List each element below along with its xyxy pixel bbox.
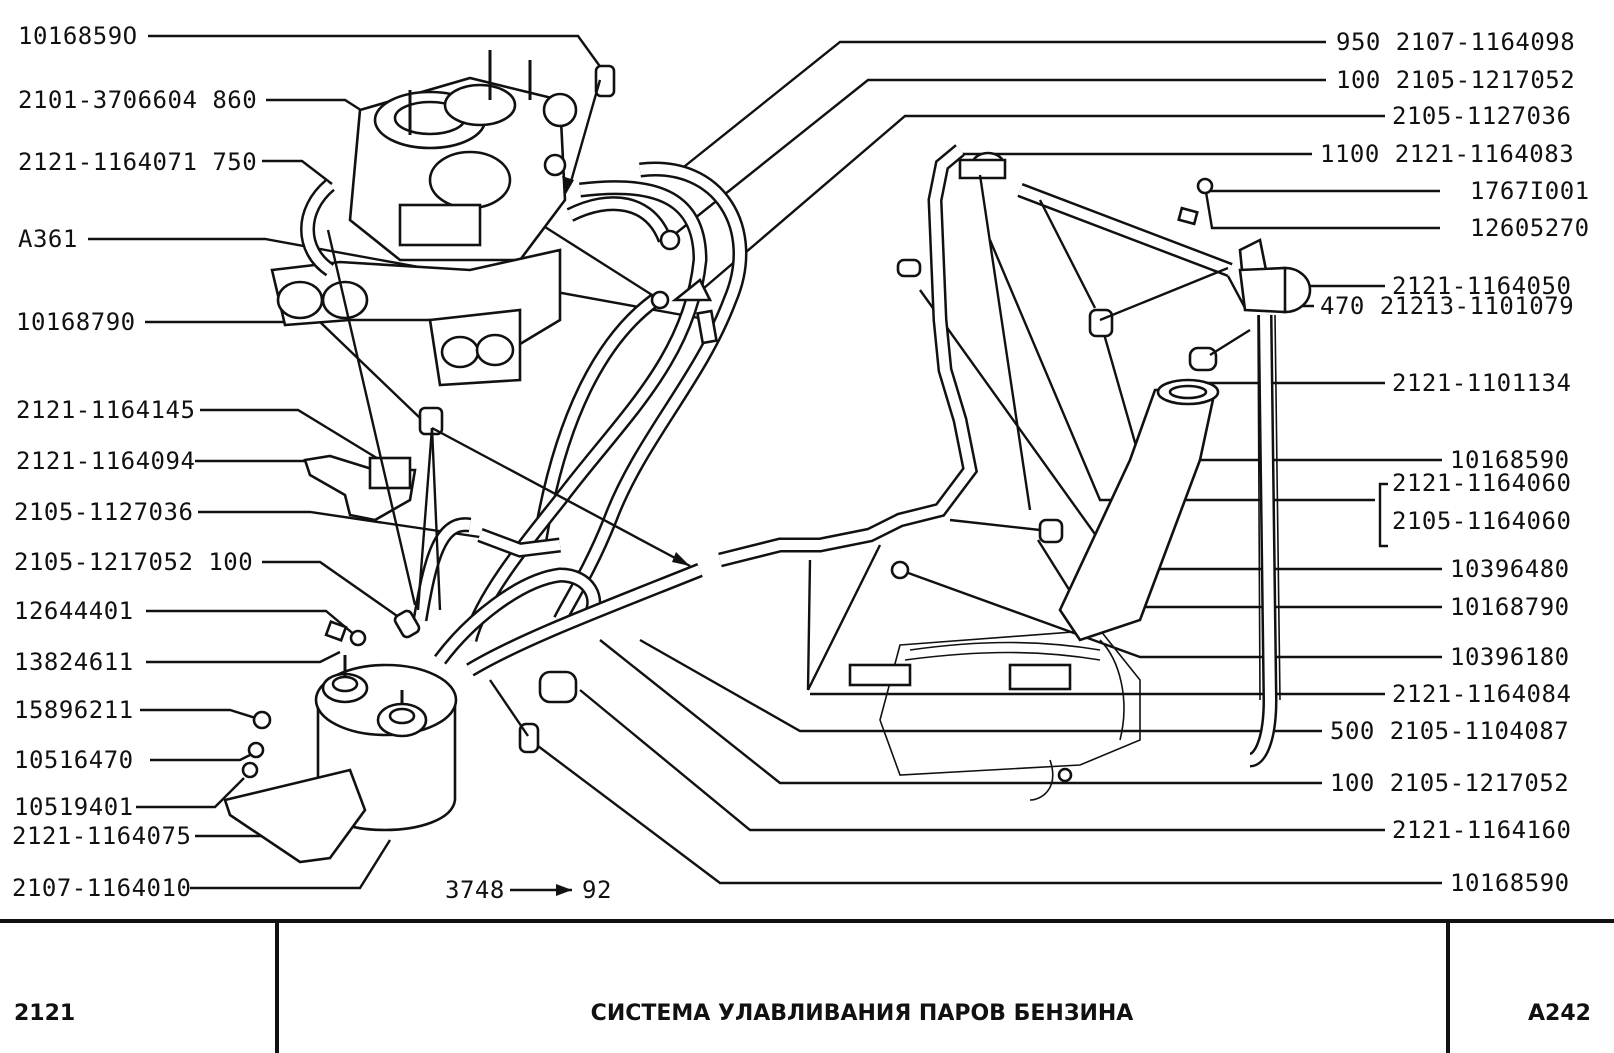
left-label-11: 13824611 [14,648,134,676]
right-label-16: 2121-1164084 [1392,680,1571,708]
footer-title: СИСТЕМА УЛАВЛИВАНИЯ ПАРОВ БЕНЗИНА [591,1001,1134,1026]
right-label-7: 2121-1164050 [1392,272,1571,300]
valve-bracket [303,454,417,522]
footer-model: 2121 [14,1001,75,1026]
left-clamps [241,64,616,779]
right-label-3: 2105-1127036 [1392,102,1571,130]
right-label-10: 10168590 [1450,446,1570,474]
right-label-2: 100 2105-1217052 [1336,66,1575,94]
ref-arrowhead [556,884,572,896]
right-label-8: 470 21213-1101079 [1320,292,1574,320]
left-arrows [326,79,691,737]
label-bracket [1378,482,1388,548]
left-label-15: 2121-1164075 [12,822,191,850]
filler-neck [1058,378,1220,642]
left-label-5: 10168790 [16,308,136,336]
right-label-19: 2121-1164160 [1392,816,1571,844]
left-label-1: 1016859O [18,22,138,50]
left-label-8: 2105-1127036 [14,498,193,526]
right-label-17: 500 2105-1104087 [1330,717,1569,745]
left-label-12: 15896211 [14,696,134,724]
ref-number-to: 92 [582,876,612,904]
left-label-14: 10519401 [14,793,134,821]
right-label-1: 950 2107-1164098 [1336,28,1575,56]
canister-bracket [223,768,367,864]
right-label-13: 10396480 [1450,555,1570,583]
left-label-9: 2105-1217052 100 [14,548,253,576]
right-arrows [806,174,1251,691]
left-label-2: 2101-3706604 860 [18,86,257,114]
left-label-10: 12644401 [14,597,134,625]
right-label-15: 10396180 [1450,643,1570,671]
vapor-hoses-right [718,144,1281,768]
right-label-4: 1100 2121-1164083 [1320,140,1574,168]
right-label-12: 2105-1164060 [1392,507,1571,535]
left-label-3: 2121-1164071 750 [18,148,257,176]
right-label-18: 100 2105-1217052 [1330,769,1569,797]
right-label-5: 1767I001 [1470,177,1590,205]
separator-valve [1238,238,1312,314]
intake-manifold [270,248,562,387]
left-label-16: 2107-1164010 [12,874,191,902]
left-label-7: 2121-1164094 [16,447,195,475]
carburetor [348,50,578,262]
vapor-hoses-left [300,161,748,677]
right-label-6: 12605270 [1470,214,1590,242]
right-label-11: 2121-1164060 [1392,469,1571,497]
ref-number-from: 3748 [445,876,505,904]
left-label-6: 2121-1164145 [16,396,195,424]
right-label-14: 10168790 [1450,593,1570,621]
fuel-tank [848,629,1141,801]
title-block [0,919,1614,1053]
right-leader-lines [529,40,1442,885]
left-label-4: A361 [18,225,78,253]
gravity-valve [958,151,1007,180]
footer-code: A242 [1528,1001,1591,1026]
right-label-20: 10168590 [1450,869,1570,897]
right-label-9: 2121-1101134 [1392,369,1571,397]
left-label-13: 10516470 [14,746,134,774]
